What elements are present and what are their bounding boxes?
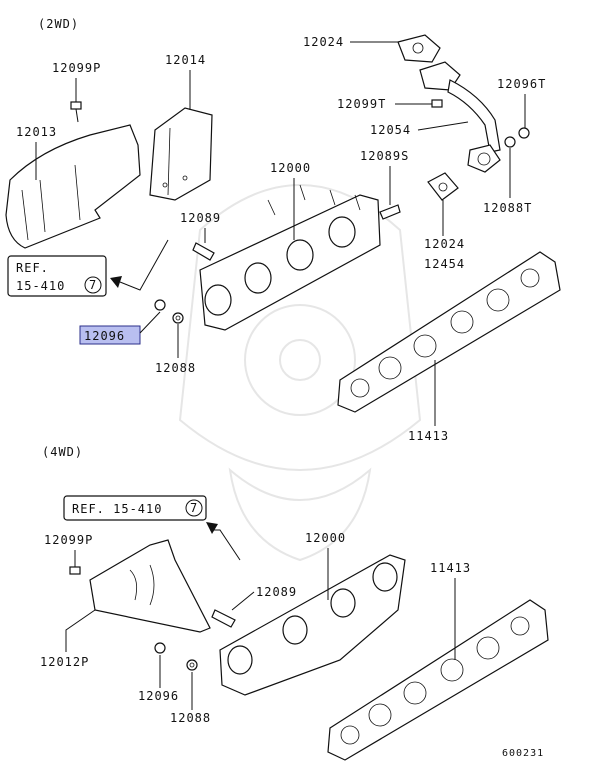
ref1-arrowhead [110,276,122,288]
stud-12089-4wd[interactable] [211,609,236,628]
label-12014: 12014 [165,53,206,67]
label-12088t: 12088T [483,201,532,215]
label-12013: 12013 [16,125,57,139]
nut-12096t[interactable] [518,127,530,139]
reference-box-2[interactable]: REF. 15-410 7 [63,495,207,521]
section-title-2wd: (2WD) [38,17,79,31]
label-12088-4wd: 12088 [170,711,211,725]
ref1-arrow [119,239,169,291]
ref2-circle: 7 [190,501,198,515]
exhaust-manifold-12000-2wd[interactable] [199,184,381,331]
bolt-12099t[interactable] [431,99,443,108]
nut-12096-4wd[interactable] [154,642,166,654]
ref2-text: REF. 15-410 [72,502,162,516]
label-12099t: 12099T [337,97,386,111]
exhaust-manifold-12000-4wd[interactable] [219,554,406,696]
label-12054: 12054 [370,123,411,137]
reference-box-1[interactable]: REF. 15-410 7 [7,255,107,297]
heat-shield-12012p[interactable] [89,539,211,633]
label-12089s: 12089S [360,149,409,163]
gasket-12024-top[interactable] [397,34,441,63]
washer-12088-4wd[interactable] [186,659,198,671]
label-11413-2wd: 11413 [408,429,449,443]
label-12096-2wd[interactable]: 12096 [84,329,125,343]
label-12000-2wd: 12000 [270,161,311,175]
label-12089-4wd: 12089 [256,585,297,599]
label-12024-mid: 12024 [424,237,465,251]
washer-12088-2wd[interactable] [172,312,184,324]
bolt-12099p[interactable] [70,101,82,123]
label-12088-2wd: 12088 [155,361,196,375]
label-12000-4wd: 12000 [305,531,346,545]
nut-12096-2wd[interactable] [154,299,166,311]
manifold-gasket-11413-2wd[interactable] [337,251,561,413]
heat-shield-12013[interactable] [5,124,141,249]
stud-12089s[interactable] [379,204,401,220]
manifold-gasket-11413-4wd[interactable] [327,599,549,761]
section-title-4wd: (4WD) [42,445,83,459]
ref1-line2: 15-410 [16,279,65,293]
label-12099p-4wd: 12099P [44,533,93,547]
ref2-arrow [210,529,241,561]
highlight-12096 [79,325,141,345]
watermark-emblem [178,184,422,562]
ref1-line1: REF. [16,261,49,275]
label-12099p-2wd: 12099P [52,61,101,75]
bolt-12099p-4wd[interactable] [69,566,81,575]
label-12096-4wd: 12096 [138,689,179,703]
ref2-arrowhead [206,522,218,534]
heat-shield-12014[interactable] [149,107,213,201]
stud-12089-2wd[interactable] [192,242,215,261]
diagram-id: 600231 [502,748,544,759]
label-11413-4wd: 11413 [430,561,471,575]
label-12096t: 12096T [497,77,546,91]
ref1-circle: 7 [89,278,97,292]
label-12454: 12454 [424,257,465,271]
egr-pipe-12054[interactable] [419,61,501,173]
label-12012p: 12012P [40,655,89,669]
label-12089-2wd: 12089 [180,211,221,225]
label-12024-top: 12024 [303,35,344,49]
washer-12088t[interactable] [504,136,516,148]
gasket-12024-mid[interactable] [427,172,459,201]
